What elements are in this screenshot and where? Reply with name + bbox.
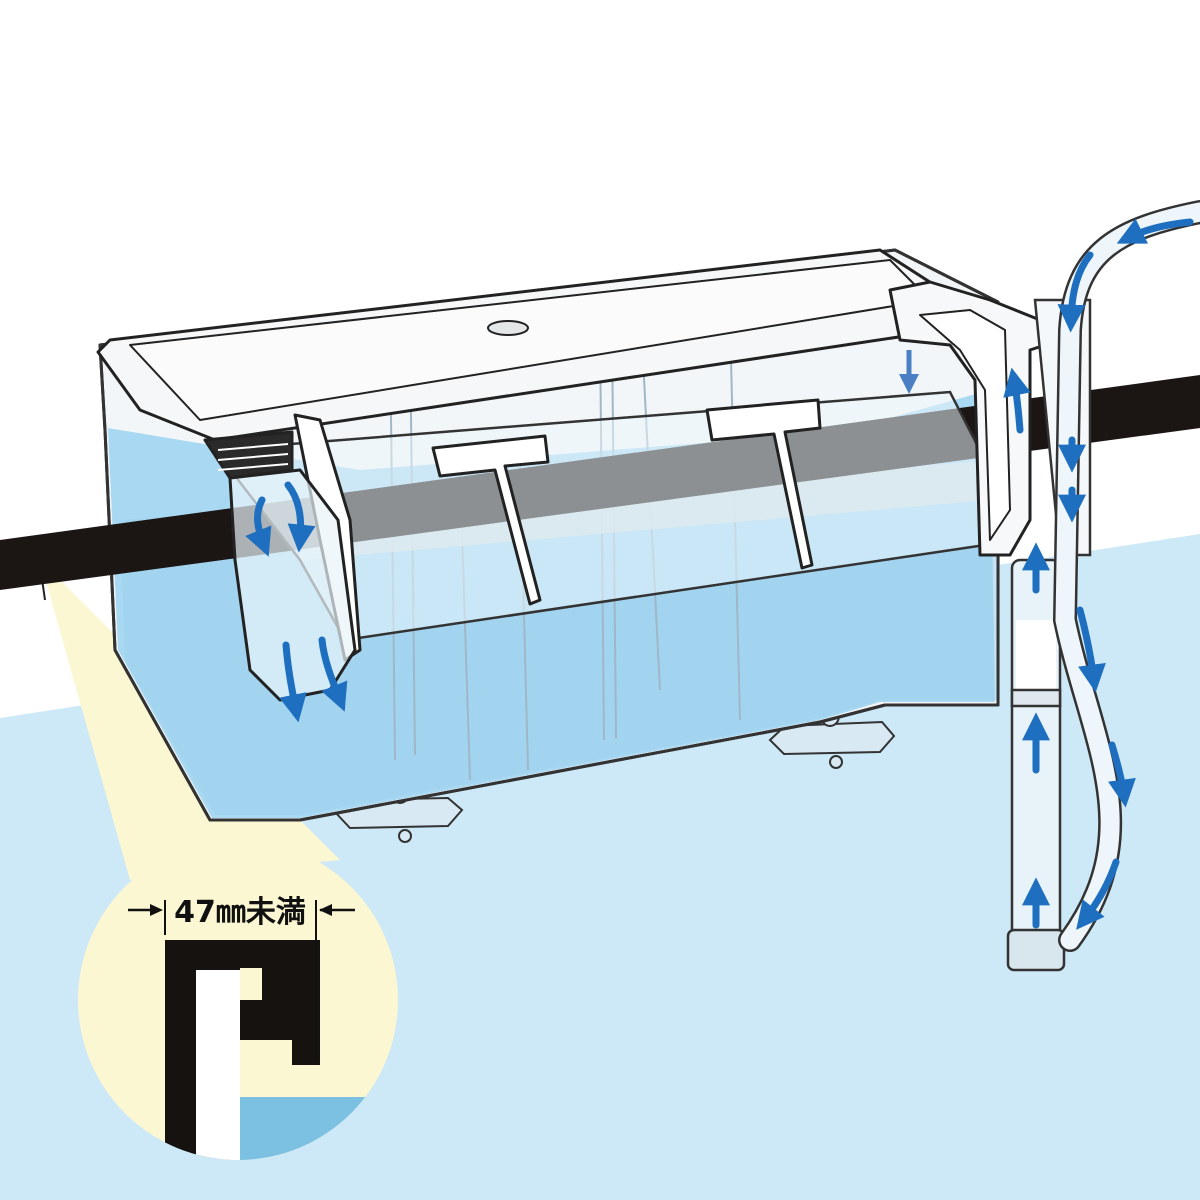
dimension-label: 47㎜未満 [174,895,306,930]
intake-head [888,280,1047,557]
rim-thickness-callout: 47㎜未満 [78,840,398,1160]
flow-arrows [245,218,1194,930]
tray-handles [431,398,822,606]
